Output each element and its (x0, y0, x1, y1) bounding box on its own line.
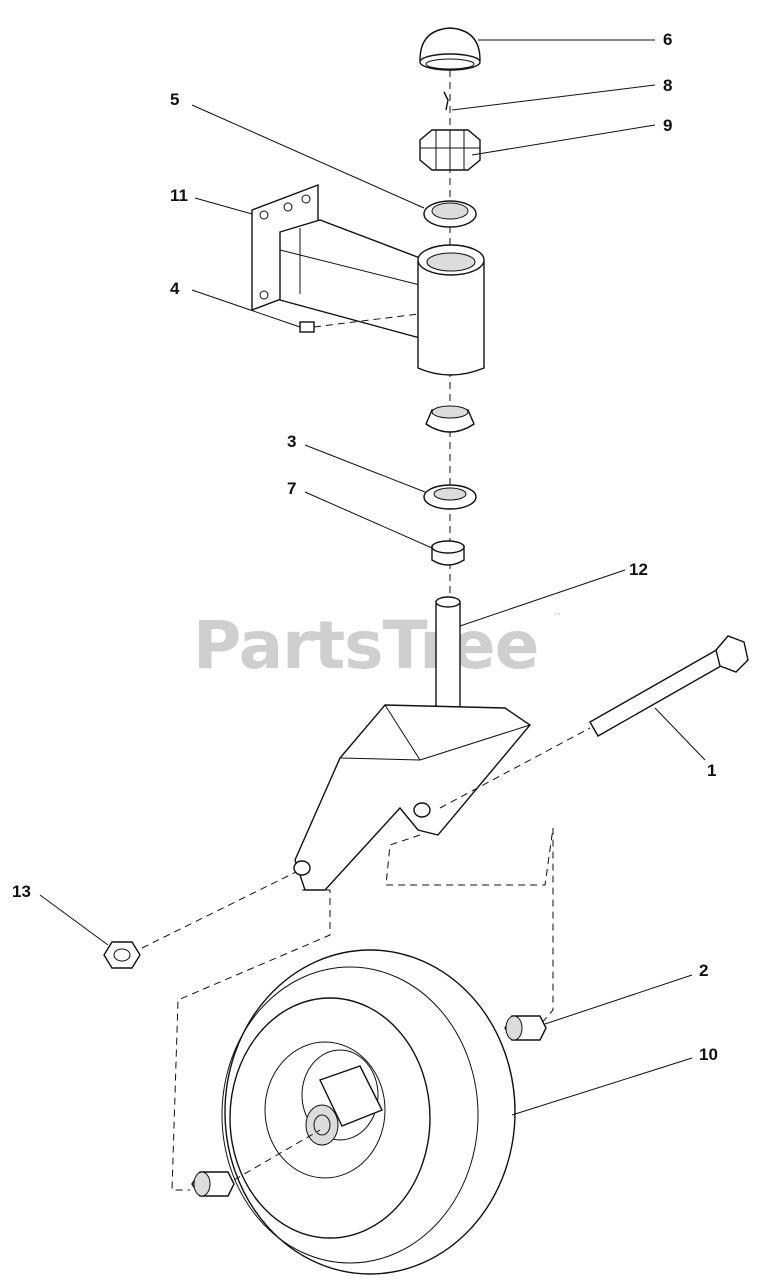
callout-9: 9 (663, 116, 672, 135)
callout-6: 6 (663, 30, 672, 49)
part-2-wheel-spacer-left[interactable] (191, 1129, 321, 1197)
callout-10: 10 (699, 1045, 718, 1064)
part-6-dust-cap[interactable] (419, 27, 481, 71)
watermark-trademark: ™ (552, 612, 562, 623)
part-11-mounting-bracket[interactable] (251, 183, 485, 376)
callout-13: 13 (12, 882, 31, 901)
leader-lines (39, 39, 706, 1116)
part-2-wheel-spacer[interactable] (504, 1015, 547, 1041)
part-10-wheel[interactable] (221, 949, 516, 1275)
callout-5: 5 (170, 90, 179, 109)
part-5-upper-bearing[interactable] (423, 200, 477, 228)
part-7-spacer[interactable] (431, 540, 465, 566)
watermark-text: PartsTree (193, 607, 538, 684)
part-12-caster-fork[interactable] (293, 596, 532, 891)
callout-4: 4 (170, 279, 180, 298)
callout-8: 8 (663, 76, 672, 95)
callout-2: 2 (699, 961, 708, 980)
part-13-lock-nut[interactable] (103, 871, 297, 969)
part-9-castle-nut[interactable] (419, 129, 481, 171)
part-8-cotter-pin[interactable] (443, 91, 449, 111)
assembly-path (171, 827, 554, 1191)
part-lower-bearing-cone[interactable] (425, 405, 475, 433)
callout-12: 12 (629, 560, 648, 579)
callout-11: 11 (170, 186, 188, 205)
callout-7: 7 (287, 479, 296, 498)
part-1-axle-bolt[interactable] (439, 635, 749, 809)
part-3-bearing-race[interactable] (423, 484, 477, 510)
callout-3: 3 (287, 432, 296, 451)
callout-1: 1 (707, 761, 716, 780)
